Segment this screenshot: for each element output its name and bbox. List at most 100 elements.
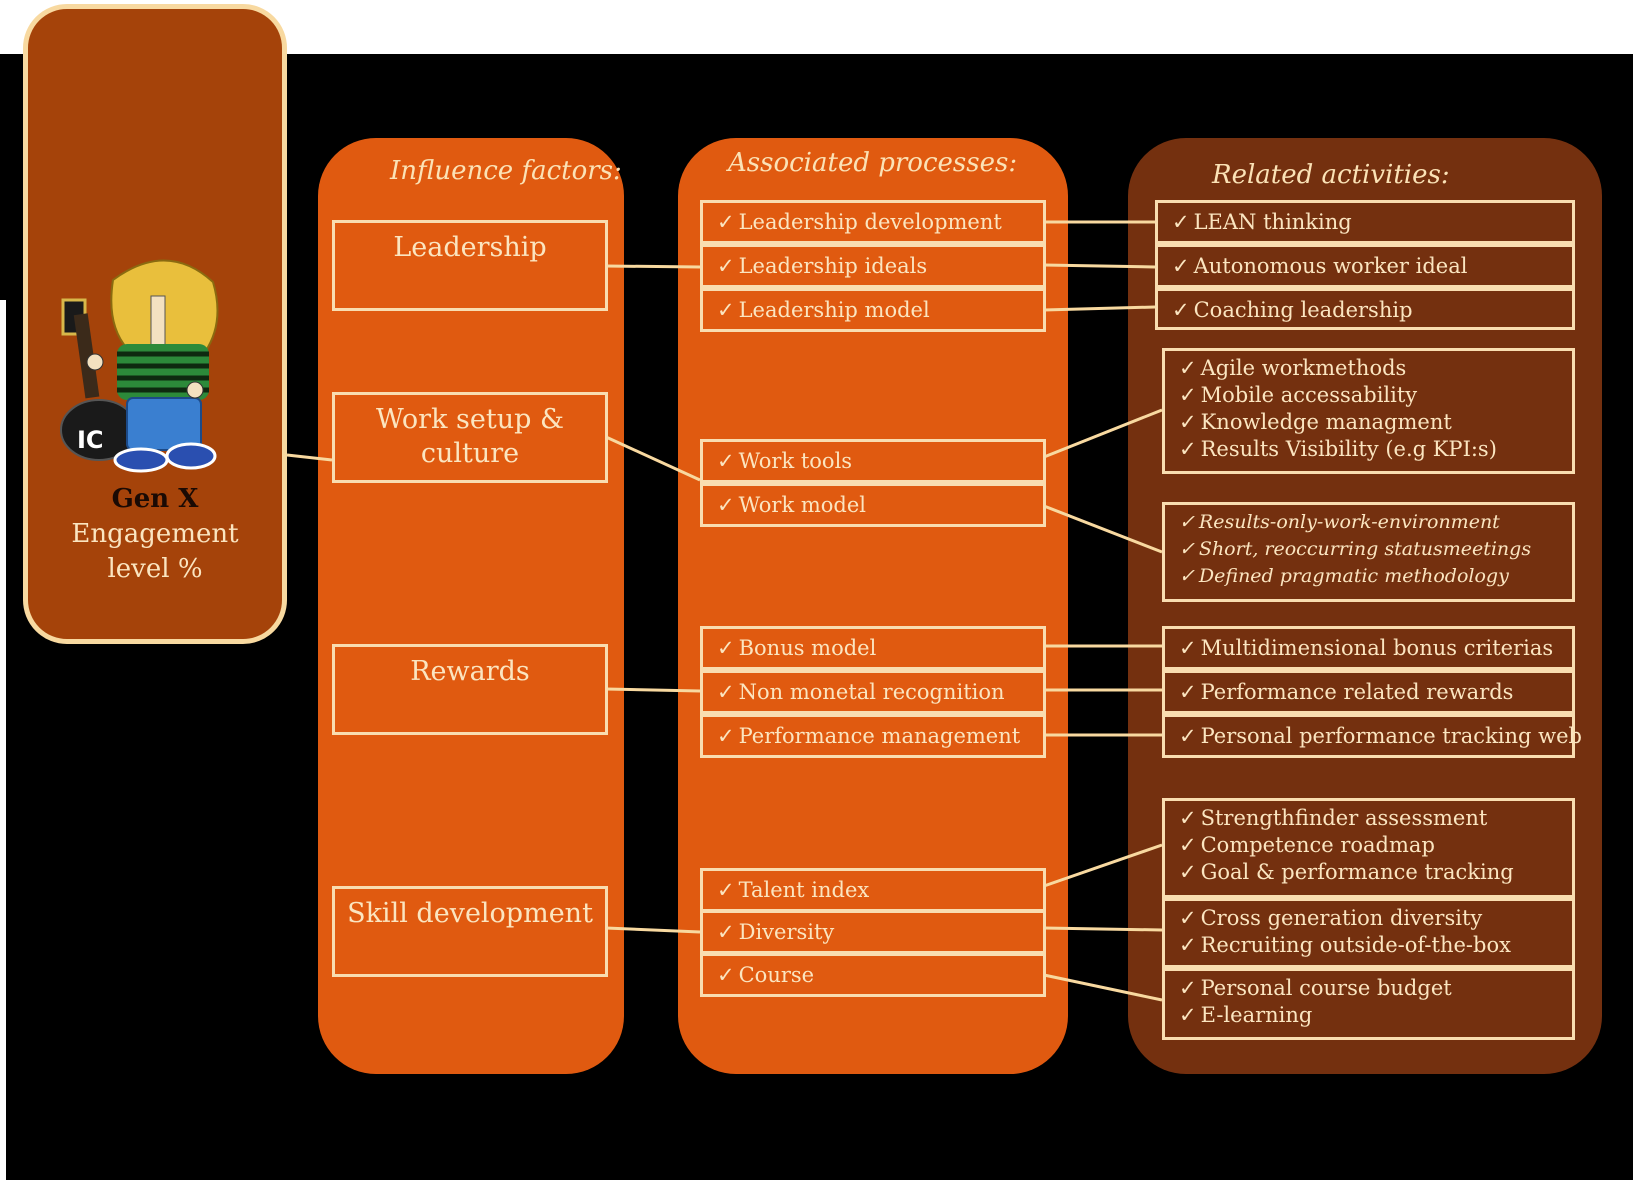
process-work-tools: ✓Work tools	[700, 439, 1046, 483]
process-label: Work model	[738, 493, 866, 517]
activity-label: E-learning	[1200, 1003, 1313, 1027]
check-icon: ✓	[1179, 636, 1197, 660]
activity-label: Multidimensional bonus criterias	[1200, 636, 1554, 660]
factor-work-setup-line2: culture	[420, 438, 520, 469]
influence-factors-panel	[318, 138, 624, 1074]
activity-label: Recruiting outside-of-the-box	[1200, 933, 1511, 957]
activity-group-talent: ✓Strengthfinder assessment ✓Competence r…	[1162, 798, 1575, 898]
process-work-model: ✓Work model	[700, 483, 1046, 527]
process-label: Performance management	[738, 724, 1021, 748]
related-activities-panel	[1128, 138, 1602, 1074]
check-icon: ✓	[1179, 410, 1197, 434]
activity-label: Strengthfinder assessment	[1200, 806, 1488, 830]
check-icon: ✓	[717, 963, 735, 987]
process-non-monetal-recognition: ✓Non monetal recognition	[700, 670, 1046, 714]
activity-label: Autonomous worker ideal	[1193, 254, 1468, 278]
process-leadership-development: ✓Leadership development	[700, 200, 1046, 244]
activity-label: Personal performance tracking web	[1200, 724, 1582, 748]
check-icon: ✓	[717, 920, 735, 944]
activity-label: LEAN thinking	[1193, 210, 1352, 234]
factor-skill-development: Skill development	[332, 886, 608, 977]
activity-performance-rewards: ✓Performance related rewards	[1162, 670, 1575, 714]
activity-group-course: ✓Personal course budget ✓E-learning	[1162, 968, 1575, 1040]
check-icon: ✓	[717, 878, 735, 902]
guitarist-avatar-icon: IC	[60, 259, 219, 473]
process-bonus-model: ✓Bonus model	[700, 626, 1046, 670]
connector-ideals-autonomous	[1043, 263, 1156, 269]
process-label: Non monetal recognition	[738, 680, 1005, 704]
activity-group-work-tools: ✓Agile workmethods ✓Mobile accessability…	[1162, 348, 1575, 474]
svg-text:IC: IC	[77, 426, 104, 454]
check-icon: ✓	[1179, 906, 1197, 930]
background-edge-bottom	[0, 1180, 1633, 1183]
activity-label: Knowledge managment	[1200, 410, 1452, 434]
related-activities-title: Related activities:	[1212, 160, 1450, 190]
activity-label: Short, reoccurring statusmeetings	[1198, 538, 1532, 560]
connector-worktools-agile	[1043, 408, 1163, 459]
process-label: Diversity	[738, 920, 835, 944]
check-icon: ✓	[1179, 437, 1197, 461]
check-icon: ✓	[717, 254, 735, 278]
process-label: Leadership model	[738, 298, 930, 322]
activity-label: Cross generation diversity	[1200, 906, 1483, 930]
check-icon: ✓	[1179, 356, 1197, 380]
activity-label: Defined pragmatic methodology	[1198, 565, 1509, 587]
check-icon: ✓	[1179, 680, 1197, 704]
associated-processes-panel	[678, 138, 1068, 1074]
connector-leadership-ideals	[605, 264, 701, 269]
check-icon: ✓	[1179, 833, 1197, 857]
process-label: Talent index	[738, 878, 870, 902]
activity-coaching-leadership: ✓Coaching leadership	[1155, 288, 1575, 330]
check-icon: ✓	[1179, 724, 1197, 748]
activity-group-diversity: ✓Cross generation diversity ✓Recruiting …	[1162, 898, 1575, 968]
activity-multidimensional-bonus: ✓Multidimensional bonus criterias	[1162, 626, 1575, 670]
check-icon: ✓	[1179, 860, 1197, 884]
process-label: Course	[738, 963, 815, 987]
activity-label: Agile workmethods	[1200, 356, 1407, 380]
check-icon: ✓	[1179, 511, 1195, 533]
process-label: Bonus model	[738, 636, 877, 660]
check-icon: ✓	[1179, 806, 1197, 830]
factor-work-setup: Work setup & culture	[332, 392, 608, 483]
check-icon: ✓	[717, 724, 735, 748]
activity-group-work-model: ✓Results-only-work-environment ✓Short, r…	[1162, 502, 1575, 602]
process-course: ✓Course	[700, 953, 1046, 997]
associated-processes-title: Associated processes:	[728, 148, 1018, 178]
activity-label: Competence roadmap	[1200, 833, 1435, 857]
check-icon: ✓	[1172, 210, 1190, 234]
factor-leadership-label: Leadership	[393, 232, 547, 263]
check-icon: ✓	[1179, 1003, 1197, 1027]
process-leadership-model: ✓Leadership model	[700, 288, 1046, 332]
process-label: Leadership ideals	[738, 254, 928, 278]
check-icon: ✓	[717, 210, 735, 234]
check-icon: ✓	[1179, 976, 1197, 1000]
process-talent-index: ✓Talent index	[700, 868, 1046, 912]
process-performance-management: ✓Performance management	[700, 714, 1046, 758]
factor-leadership: Leadership	[332, 220, 608, 311]
activity-label: Goal & performance tracking	[1200, 860, 1514, 884]
gen-subtitle-line1: Engagement	[71, 519, 239, 549]
check-icon: ✓	[1179, 538, 1195, 560]
connector-diversity-cross	[1043, 926, 1163, 932]
activity-label: Results-only-work-environment	[1198, 511, 1500, 533]
activity-performance-tracking-web: ✓Personal performance tracking web	[1162, 714, 1582, 758]
check-icon: ✓	[717, 636, 735, 660]
connector-talent-strength	[1043, 843, 1163, 888]
influence-factors-title: Influence factors:	[390, 156, 622, 186]
connector-model-coaching	[1043, 305, 1156, 312]
factor-skill-label: Skill development	[347, 898, 593, 929]
factor-work-setup-line1: Work setup &	[376, 404, 564, 435]
activity-label: Personal course budget	[1200, 976, 1452, 1000]
process-leadership-ideals: ✓Leadership ideals	[700, 244, 1046, 288]
check-icon: ✓	[717, 680, 735, 704]
factor-rewards: Rewards	[332, 644, 608, 735]
check-icon: ✓	[1179, 565, 1195, 587]
connector-worksetup-worktools	[605, 435, 701, 482]
process-label: Work tools	[738, 449, 853, 473]
activity-label: Mobile accessability	[1200, 383, 1418, 407]
check-icon: ✓	[1172, 254, 1190, 278]
connector-rewards-nonmonetal	[605, 687, 701, 693]
connector-workmodel-rowe	[1043, 504, 1163, 554]
connector-course-budget	[1043, 973, 1163, 1002]
